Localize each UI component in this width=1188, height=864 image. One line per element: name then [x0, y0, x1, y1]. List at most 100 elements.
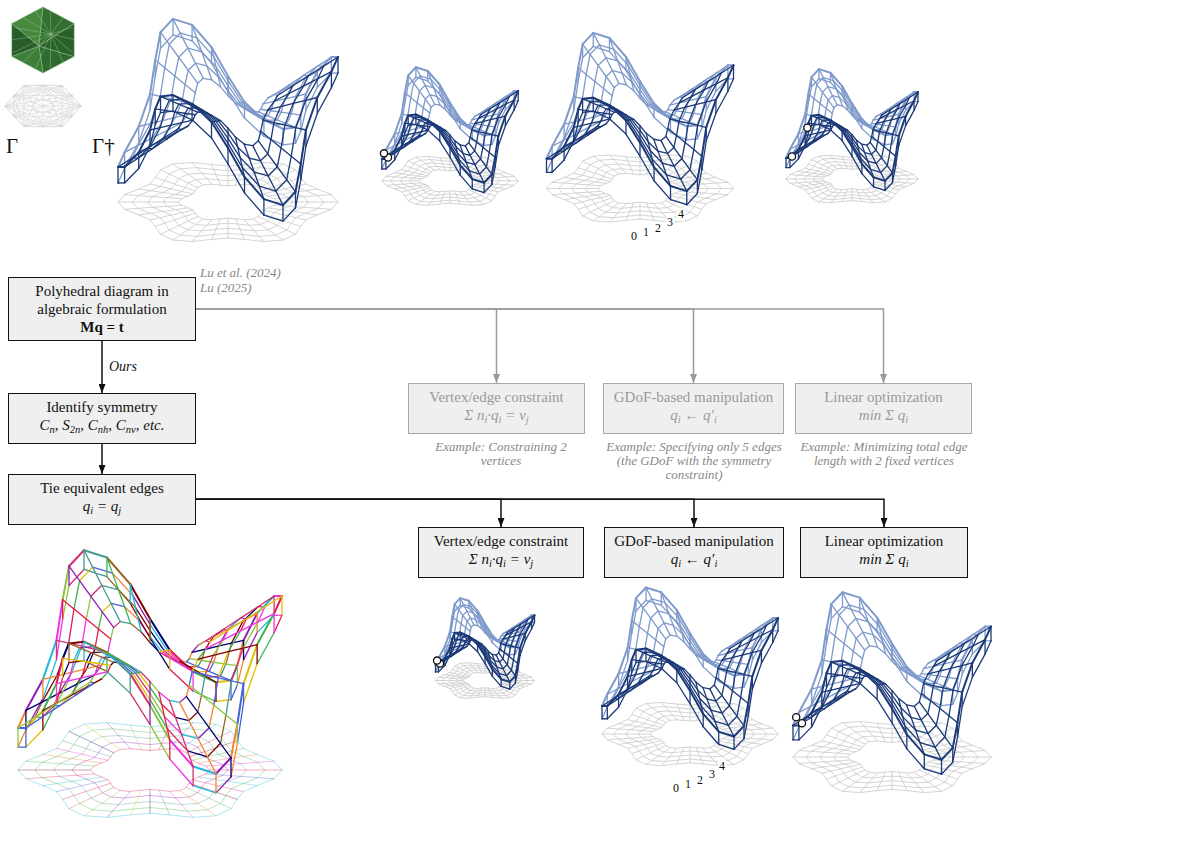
surface-mesh	[305, 130, 306, 146]
surface-mesh	[155, 60, 195, 93]
surface-mesh	[130, 693, 150, 724]
surface-mesh	[814, 118, 817, 124]
surface-mesh	[609, 105, 626, 120]
surface-mesh	[861, 164, 862, 174]
surface-mesh	[278, 57, 339, 96]
surface-mesh	[98, 657, 102, 663]
surface-mesh	[25, 728, 26, 747]
surface-mesh	[169, 650, 170, 669]
surface-mesh	[452, 617, 470, 632]
surface-mesh	[478, 688, 482, 697]
surface-mesh	[501, 639, 503, 644]
surface-mesh	[654, 104, 671, 119]
surface-mesh	[169, 33, 180, 44]
surface-mesh	[228, 218, 229, 238]
surface-mesh	[192, 767, 193, 786]
surface-mesh	[470, 188, 495, 196]
surface-mesh	[811, 98, 814, 115]
surface-mesh	[583, 161, 615, 176]
surface-mesh	[573, 127, 574, 141]
surface-mesh	[227, 128, 228, 148]
surface-mesh	[212, 63, 228, 92]
surface-mesh	[169, 658, 193, 672]
surface-mesh	[876, 158, 881, 164]
surface-mesh	[216, 121, 228, 138]
surface-mesh	[228, 148, 244, 177]
surface-mesh	[830, 73, 842, 106]
surface-mesh	[805, 114, 806, 124]
surface-mesh	[133, 674, 150, 700]
reciprocal-wireframe	[5, 106, 14, 116]
surface-mesh	[170, 759, 193, 786]
surface-mesh	[486, 152, 489, 167]
surface-mesh	[440, 191, 446, 204]
surface-mesh	[228, 166, 229, 186]
surface-mesh	[862, 174, 874, 187]
surface-mesh	[477, 611, 478, 618]
surface-mesh	[498, 116, 505, 136]
surface-mesh	[913, 101, 914, 111]
surface-mesh	[212, 47, 228, 76]
surface-mesh	[62, 600, 63, 619]
surface-mesh	[671, 133, 687, 140]
surface-mesh	[439, 85, 440, 95]
surface-mesh	[212, 121, 221, 122]
surface-mesh	[261, 213, 301, 226]
reciprocal-wireframe	[24, 96, 72, 127]
surface-mesh	[586, 54, 590, 74]
surface-mesh	[842, 189, 847, 201]
surface-mesh	[842, 86, 847, 110]
surface-mesh	[785, 158, 786, 168]
reciprocal-wireframe	[24, 86, 43, 127]
surface-illustration	[434, 598, 535, 698]
surface-mesh	[69, 642, 84, 644]
surface-mesh	[138, 127, 139, 143]
surface-mesh	[582, 74, 586, 98]
surface-mesh	[503, 652, 504, 658]
reciprocal-wireframe	[43, 85, 72, 95]
surface-mesh	[191, 25, 192, 41]
surface-mesh	[786, 159, 790, 168]
surface-mesh	[887, 152, 890, 166]
surface-mesh	[108, 639, 111, 652]
surface-mesh	[698, 102, 706, 125]
surface-mesh	[150, 125, 155, 146]
surface-mesh	[130, 584, 131, 603]
surface-mesh	[574, 119, 610, 127]
surface-mesh	[492, 167, 495, 184]
surface-mesh	[283, 192, 295, 205]
surface-mesh	[460, 598, 461, 605]
surface-illustration	[380, 67, 518, 205]
surface-mesh	[26, 683, 94, 728]
surface-mesh	[228, 76, 244, 102]
surface-mesh	[317, 97, 318, 113]
surface-mesh	[706, 100, 716, 128]
surface-mesh	[661, 136, 666, 140]
surface-mesh	[485, 688, 486, 697]
surface-mesh	[674, 100, 716, 110]
surface-mesh	[851, 103, 852, 115]
surface-mesh	[107, 652, 130, 674]
surface-mesh	[216, 758, 231, 774]
surface-mesh	[56, 640, 57, 659]
surface-mesh	[416, 157, 435, 170]
surface-mesh	[331, 73, 338, 88]
surface-mesh	[898, 136, 899, 146]
surface-mesh	[277, 148, 281, 167]
surface-mesh	[552, 127, 600, 159]
surface-mesh	[193, 115, 195, 120]
surface-mesh	[460, 165, 461, 175]
surface-mesh	[192, 220, 212, 242]
surface-mesh	[428, 113, 429, 120]
surface-mesh	[449, 632, 450, 639]
surface-mesh	[244, 102, 245, 118]
surface-mesh	[905, 116, 906, 126]
surface-mesh	[281, 125, 285, 148]
surface-mesh	[425, 95, 430, 99]
surface-mesh	[867, 142, 870, 145]
surface-mesh	[150, 700, 167, 729]
surface-mesh	[169, 700, 179, 702]
surface-mesh	[808, 94, 809, 104]
surface-mesh	[503, 665, 507, 669]
surface-mesh	[440, 131, 450, 147]
